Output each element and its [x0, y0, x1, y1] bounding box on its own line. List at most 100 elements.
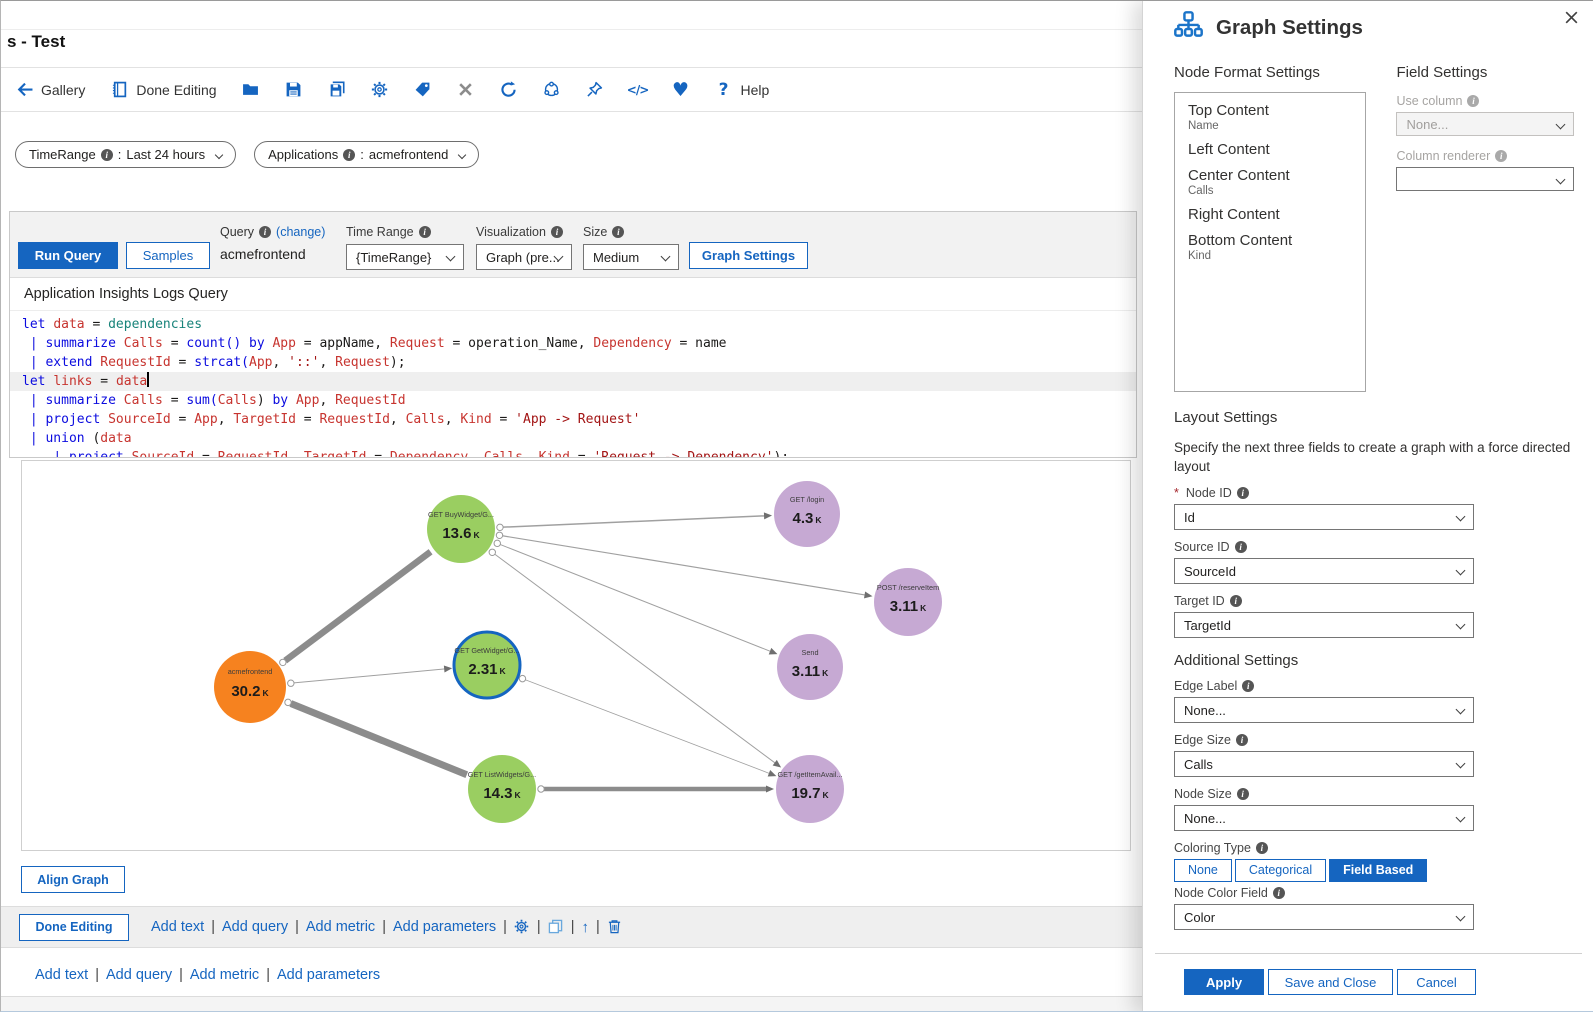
toolbar-help-button[interactable]: ?Help: [715, 80, 770, 100]
copy-icon[interactable]: [548, 919, 564, 935]
add-query-link[interactable]: Add query: [105, 967, 173, 983]
node-format-item-label: Right Content: [1188, 206, 1280, 223]
edge-source-handle[interactable]: [488, 548, 496, 556]
visualization-select[interactable]: Graph (pre...: [476, 244, 572, 270]
graph-settings-button[interactable]: Graph Settings: [689, 242, 808, 269]
source-id-select[interactable]: SourceId: [1174, 558, 1474, 584]
edge-label-select[interactable]: None...: [1174, 697, 1474, 723]
node-size-select[interactable]: None...: [1174, 805, 1474, 831]
save-and-close-button[interactable]: Save and Close: [1268, 969, 1393, 995]
target-id-select[interactable]: TargetId: [1174, 612, 1474, 638]
edge-source-handle[interactable]: [287, 679, 295, 687]
toolbar-folder-button[interactable]: [242, 81, 260, 99]
coloring-type-label: Coloring Type: [1174, 841, 1251, 855]
apply-button[interactable]: Apply: [1184, 969, 1264, 995]
info-icon: i: [1242, 680, 1255, 692]
node-id-select[interactable]: Id: [1174, 504, 1474, 530]
toolbar-pin-button[interactable]: [586, 81, 604, 99]
tag-icon: [414, 81, 432, 99]
bottom-add-links: Add text|Add query|Add metric|Add parame…: [35, 967, 381, 983]
top-divider: [1, 29, 1142, 30]
info-icon: i: [1255, 842, 1268, 854]
save-icon: [285, 81, 303, 99]
column-renderer-select[interactable]: [1396, 167, 1574, 191]
toolbar-refresh-button[interactable]: [500, 81, 518, 99]
node-format-item-left-content[interactable]: Left Content: [1188, 141, 1352, 158]
code-line: let data = dependencies: [22, 317, 203, 332]
edge-source-handle[interactable]: [284, 698, 292, 707]
add-parameters-link[interactable]: Add parameters: [392, 919, 497, 935]
edge-source-handle[interactable]: [518, 674, 527, 683]
edge-source-handle[interactable]: [495, 531, 504, 539]
align-graph-button[interactable]: Align Graph: [21, 866, 125, 893]
gear-icon[interactable]: [514, 919, 530, 935]
trash-icon[interactable]: [607, 919, 623, 935]
toolbar-save-all-button[interactable]: [328, 81, 346, 99]
heart-icon: ♥: [672, 78, 690, 101]
add-parameters-link[interactable]: Add parameters: [276, 967, 381, 983]
add-text-link[interactable]: Add text: [151, 919, 205, 935]
toolbar-code-button[interactable]: </>: [626, 81, 650, 99]
run-query-button[interactable]: Run Query: [18, 242, 118, 269]
add-metric-link[interactable]: Add metric: [189, 967, 260, 983]
toolbar-notebook-button[interactable]: Done Editing: [110, 81, 217, 99]
node-label: Send: [801, 648, 818, 657]
toolbar-gear-button[interactable]: [371, 81, 389, 99]
code-icon: </>: [626, 82, 650, 97]
edge-size-select[interactable]: Calls: [1174, 751, 1474, 777]
query-label: Query: [220, 225, 255, 239]
toolbar-share-button[interactable]: [543, 81, 561, 99]
edge-source-handle[interactable]: [493, 539, 501, 548]
toolbar-save-button[interactable]: [285, 81, 303, 99]
toolbar-tag-button[interactable]: [414, 81, 432, 99]
done-editing-button[interactable]: Done Editing: [19, 913, 129, 941]
cancel-button[interactable]: Cancel: [1397, 969, 1476, 995]
time-range-select[interactable]: {TimeRange}: [346, 244, 464, 270]
node-color-field-select[interactable]: Color: [1174, 904, 1474, 930]
add-query-link[interactable]: Add query: [221, 919, 289, 935]
close-icon[interactable]: [1563, 9, 1581, 27]
toolbar-close-button[interactable]: [457, 81, 475, 99]
kql-code-editor[interactable]: let data = dependencies | summarize Call…: [10, 311, 1136, 457]
edge-source-handle[interactable]: [537, 785, 545, 793]
change-query-link[interactable]: (change): [276, 225, 326, 239]
info-icon: i: [1272, 887, 1285, 899]
code-line: let links = data: [10, 372, 1136, 391]
coloring-option-field-based[interactable]: Field Based: [1329, 859, 1428, 882]
up-arrow-icon[interactable]: ↑: [581, 919, 589, 936]
node-format-item-right-content[interactable]: Right Content: [1188, 206, 1352, 223]
info-icon: i: [550, 226, 563, 238]
edge-source-handle[interactable]: [496, 523, 504, 532]
coloring-option-none[interactable]: None: [1174, 859, 1232, 882]
node-format-item-label: Left Content: [1188, 141, 1270, 158]
notebook-icon: [110, 81, 128, 99]
coloring-option-categorical[interactable]: Categorical: [1234, 859, 1327, 882]
toolbar-heart-button[interactable]: ♥: [672, 78, 690, 101]
size-select[interactable]: Medium: [583, 244, 679, 270]
samples-button[interactable]: Samples: [126, 242, 210, 269]
pill-value: Last 24 hours: [126, 147, 206, 162]
page-title: s - Test: [7, 32, 66, 51]
add-text-link[interactable]: Add text: [35, 967, 89, 983]
edge-source-handle[interactable]: [279, 658, 287, 667]
column-renderer-label: Column renderer: [1396, 149, 1491, 163]
add-metric-link[interactable]: Add metric: [305, 919, 376, 935]
toolbar-back-arrow-button[interactable]: Gallery: [15, 81, 85, 99]
